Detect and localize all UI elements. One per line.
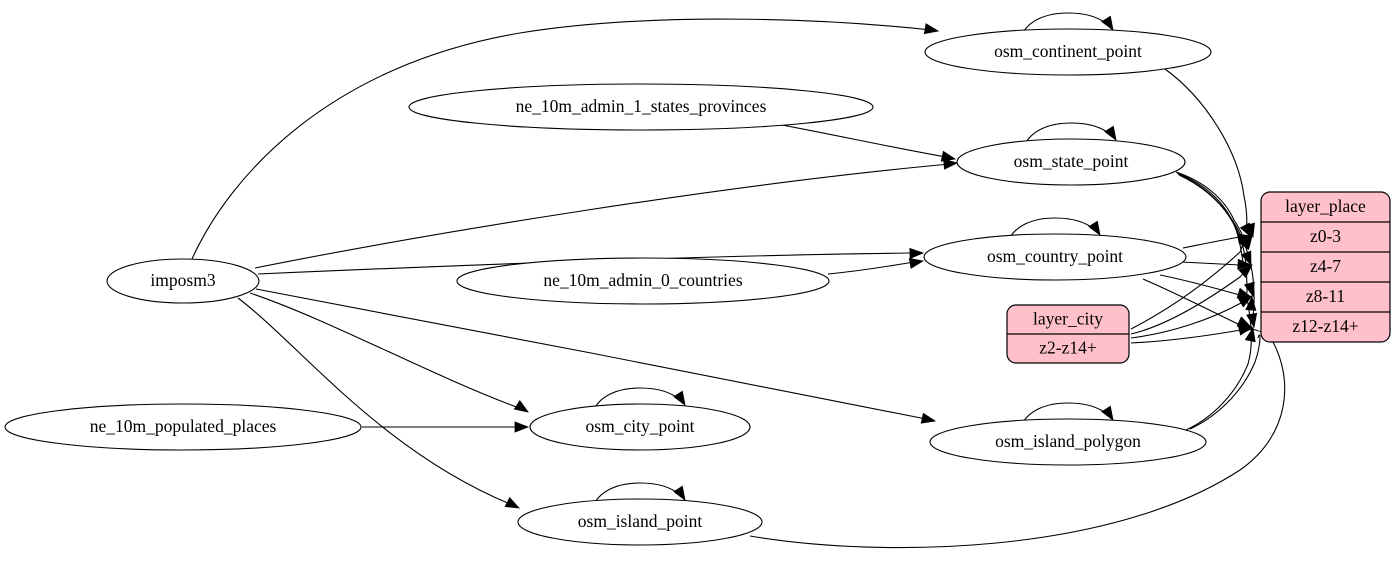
record-row-label-layer_place_z4_7[interactable]: z4-7 [1310, 256, 1341, 276]
node-shape-ne_10m_admin_1_states_provinces [408, 83, 874, 131]
node-label-ne_10m_admin_0_countries: ne_10m_admin_0_countries [543, 270, 742, 290]
arrowhead-e05 [504, 496, 520, 509]
arrowhead-e09 [514, 421, 530, 433]
arrowhead-e21 [1237, 295, 1253, 308]
edge-osm_country_point-to-layer_place_z8_11 [1159, 274, 1241, 296]
edge-osm_continent_point-to-layer_place_z0_3 [1164, 68, 1248, 234]
node-shape-osm_city_point [529, 403, 751, 451]
node-label-osm_island_polygon: osm_island_polygon [995, 431, 1141, 451]
arrowhead-e02 [943, 158, 959, 170]
record-row-label-layer_place_z12_14[interactable]: z12-z14+ [1292, 316, 1358, 336]
record-row-label-layer_place_z0_3[interactable]: z0-3 [1310, 226, 1341, 246]
node-shape-ne_10m_populated_places [4, 403, 362, 451]
node-label-ne_10m_populated_places: ne_10m_populated_places [90, 416, 277, 436]
arrowhead-e04 [513, 400, 529, 413]
node-osm_city_point[interactable]: osm_city_point [529, 403, 751, 451]
node-osm_country_point[interactable]: osm_country_point [923, 233, 1187, 281]
arrowhead-e28 [1088, 220, 1101, 236]
node-label-ne_10m_admin_1_states_provinces: ne_10m_admin_1_states_provinces [516, 96, 767, 116]
node-osm_state_point[interactable]: osm_state_point [956, 138, 1186, 186]
node-shape-osm_island_polygon [929, 418, 1207, 466]
edge-osm_island_point-to-osm_island_point [593, 482, 681, 505]
node-shape-osm_island_point [517, 498, 763, 546]
arrowhead-e08 [908, 257, 925, 269]
arrowhead-e30 [673, 485, 686, 501]
record-nodes-layer: layer_city z2-z14+ layer_place z0-3 z4-7 z8-1… [1006, 191, 1391, 364]
node-osm_continent_point[interactable]: osm_continent_point [924, 28, 1212, 76]
edge-imposm3-to-osm_island_point [237, 297, 511, 505]
node-label-osm_country_point: osm_country_point [987, 246, 1123, 266]
edge-osm_island_polygon-to-layer_place_z12_14 [1189, 334, 1261, 430]
edge-imposm3-to-osm_continent_point [191, 18, 932, 260]
edge-osm_country_point-to-layer_place_z0_3 [1182, 236, 1241, 249]
node-shape-imposm3 [106, 258, 260, 304]
edge-osm_city_point-to-osm_city_point [593, 387, 681, 410]
arrowhead-e11 [1239, 222, 1252, 238]
node-shape-osm_country_point [923, 233, 1187, 281]
edge-osm_country_point-to-layer_place_z12_14 [1142, 278, 1241, 326]
node-shape-osm_state_point [956, 138, 1186, 186]
record-node-layer_place[interactable]: layer_place z0-3 z4-7 z8-11 z12-z14+ [1260, 191, 1391, 343]
arrowhead-e27 [1104, 125, 1117, 141]
node-shape-osm_continent_point [924, 28, 1212, 76]
record-row-label-layer_city_header[interactable]: layer_city [1033, 309, 1103, 329]
arrowhead-e07 [940, 150, 957, 162]
record-bg-layer_place [1260, 191, 1391, 343]
record-row-label-layer_place_header[interactable]: layer_place [1285, 196, 1366, 216]
arrowhead-e01 [923, 23, 940, 35]
arrowhead-e20 [1238, 264, 1253, 279]
nodes-layer: imposm3 ne_10m_populated_places ne_10m_adm… [4, 28, 1212, 546]
edge-imposm3-to-osm_state_point [254, 163, 951, 269]
edge-osm_country_point-to-osm_country_point [1008, 217, 1096, 240]
arrowhead-e31 [1101, 405, 1114, 421]
node-imposm3[interactable]: imposm3 [106, 258, 260, 304]
edge-osm_state_point-to-osm_state_point [1024, 122, 1112, 145]
edge-layer_city_z2-to-layer_place_z4_7 [1130, 267, 1247, 335]
arrowhead-e29 [673, 390, 686, 406]
arrowhead-e03 [909, 247, 925, 260]
arrowhead-e26 [1101, 15, 1114, 31]
node-label-osm_island_point: osm_island_point [578, 511, 703, 531]
edge-ne_10m_admin_0_countries-to-osm_country_point [827, 261, 915, 275]
node-ne_10m_admin_1_states_provinces[interactable]: ne_10m_admin_1_states_provinces [408, 83, 874, 131]
arrowhead-e12 [1240, 250, 1252, 267]
node-label-osm_continent_point: osm_continent_point [994, 41, 1142, 61]
record-row-label-layer_place_z8_11[interactable]: z8-11 [1306, 286, 1345, 306]
node-label-imposm3: imposm3 [150, 270, 215, 290]
edge-ne_10m_admin_1_states_provinces-to-osm_state_point [781, 124, 947, 158]
edge-imposm3-to-osm_city_point [249, 292, 520, 409]
node-label-osm_city_point: osm_city_point [586, 416, 695, 436]
node-label-osm_state_point: osm_state_point [1014, 151, 1129, 171]
arrowhead-e15 [1236, 233, 1253, 245]
node-shape-ne_10m_admin_0_countries [456, 257, 830, 305]
node-ne_10m_admin_0_countries[interactable]: ne_10m_admin_0_countries [456, 257, 830, 305]
record-node-layer_city[interactable]: layer_city z2-z14+ [1006, 304, 1130, 364]
edge-osm_island_polygon-to-osm_island_polygon [1021, 402, 1109, 425]
node-ne_10m_populated_places[interactable]: ne_10m_populated_places [4, 403, 362, 451]
arrowhead-e13 [1243, 281, 1255, 298]
arrowhead-e14 [1246, 312, 1258, 329]
node-osm_island_point[interactable]: osm_island_point [517, 498, 763, 546]
arrowhead-e19 [1239, 235, 1253, 251]
edge-osm_state_point-to-layer_place_z0_3 [1175, 171, 1243, 235]
edge-osm_country_point-to-layer_place_z4_7 [1180, 261, 1241, 266]
arrowhead-e16 [1237, 258, 1253, 270]
node-osm_island_polygon[interactable]: osm_island_polygon [929, 418, 1207, 466]
record-row-label-layer_city_z2[interactable]: z2-z14+ [1039, 338, 1097, 358]
edge-osm_continent_point-to-osm_continent_point [1021, 12, 1109, 35]
arrowhead-e25 [1239, 323, 1255, 335]
arrowheads-layer [504, 15, 1258, 509]
arrowhead-e24 [1244, 326, 1256, 343]
arrowhead-e23 [1245, 295, 1257, 311]
edge-imposm3-to-osm_island_polygon [255, 288, 927, 420]
arrowhead-e06 [920, 412, 937, 424]
